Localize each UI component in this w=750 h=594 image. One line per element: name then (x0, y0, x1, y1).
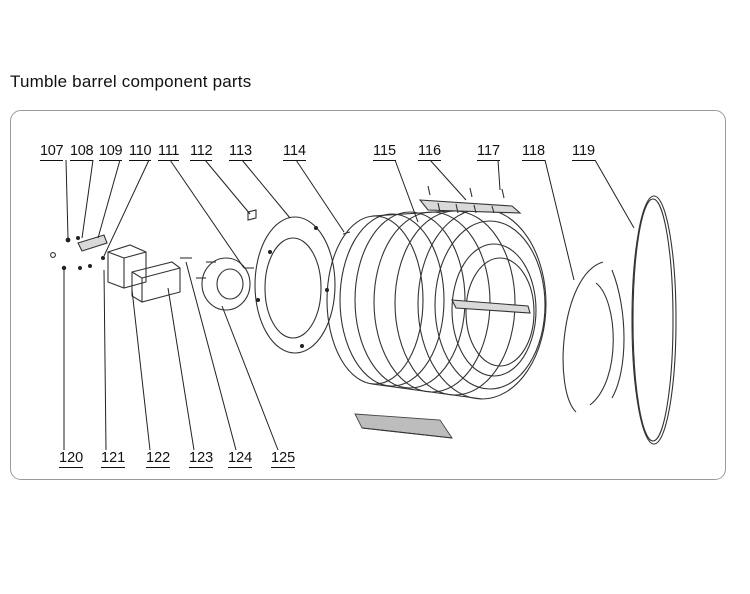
part-108-plate (77, 234, 108, 252)
leader-lines (63, 159, 635, 451)
label-111: 111 (158, 143, 180, 161)
label-124: 124 (228, 450, 253, 468)
label-108: 108 (70, 143, 94, 161)
diagram-frame (10, 110, 726, 480)
label-118: 118 (522, 143, 546, 161)
label-107: 107 (40, 143, 64, 161)
part-115-drum (326, 208, 547, 439)
label-109: 109 (99, 143, 123, 161)
label-114: 114 (283, 143, 307, 161)
label-125: 125 (271, 450, 296, 468)
label-123: 123 (189, 450, 214, 468)
label-122: 122 (146, 450, 171, 468)
label-117: 117 (477, 143, 501, 161)
part-124-bearing-hub (196, 257, 251, 311)
part-122-bracket (107, 244, 181, 303)
label-121: 121 (101, 450, 126, 468)
label-112: 112 (190, 143, 213, 161)
label-110: 110 (129, 143, 152, 161)
part-119-end-cover (631, 195, 677, 445)
label-115: 115 (373, 143, 397, 161)
label-116: 116 (418, 143, 442, 161)
part-113-flange (254, 216, 336, 354)
part-107-screw (65, 237, 71, 243)
part-114-screw (342, 231, 351, 235)
page-title: Tumble barrel component parts (10, 72, 252, 91)
part-112-clip (247, 209, 257, 221)
part-116-paddle (418, 185, 522, 214)
label-120: 120 (59, 450, 84, 468)
label-113: 113 (229, 143, 253, 161)
label-119: 119 (572, 143, 596, 161)
part-118-split-ring (562, 261, 625, 413)
